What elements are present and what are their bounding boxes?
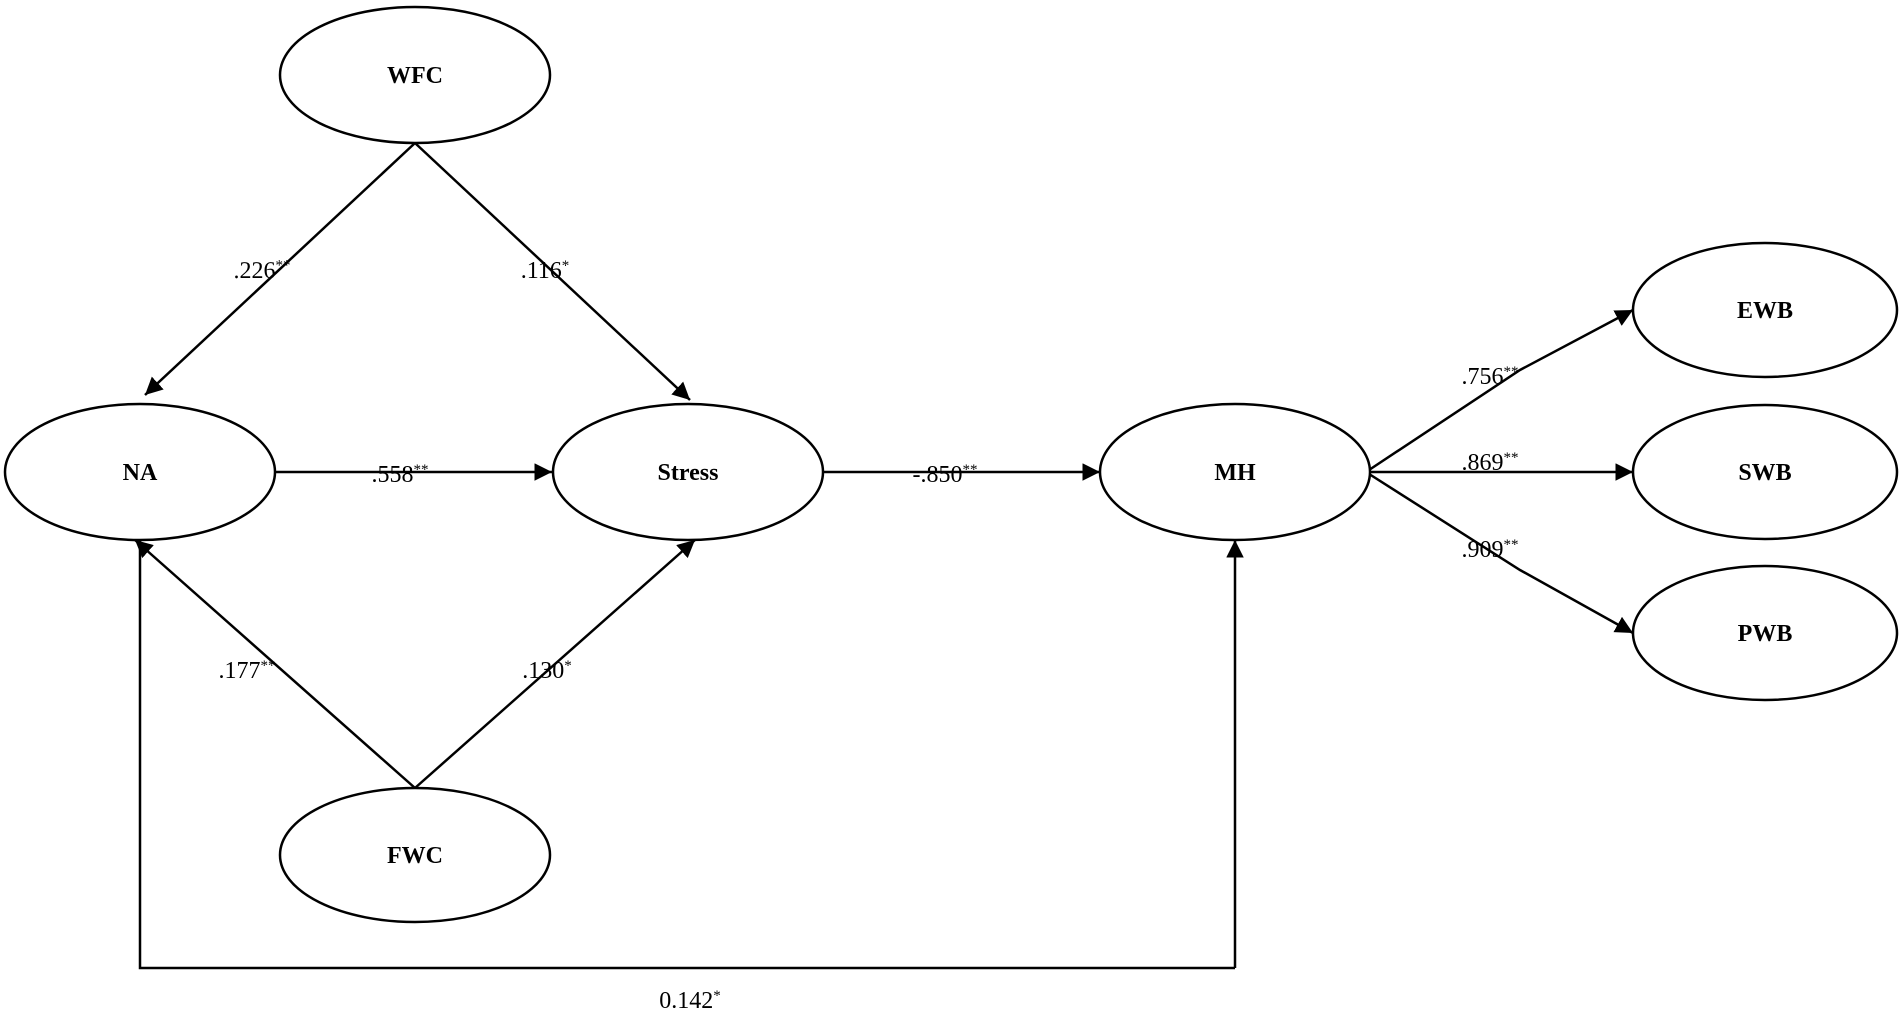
node-ewb-label: EWB xyxy=(1737,298,1793,324)
node-na-label: NA xyxy=(123,460,158,486)
edge-na-mh-base xyxy=(138,540,1235,970)
label-fwc-na: .177** xyxy=(219,658,276,684)
node-pwb-label: PWB xyxy=(1738,621,1793,647)
label-mh-swb: .869** xyxy=(1462,450,1519,476)
edge-wfc-na xyxy=(144,142,416,396)
label-stress-mh: -.850** xyxy=(913,462,978,488)
node-stress-label: Stress xyxy=(658,460,719,486)
node-swb-label: SWB xyxy=(1738,460,1791,486)
label-wfc-stress: .116* xyxy=(521,258,570,284)
node-ewb: EWB xyxy=(1631,241,1899,379)
node-fwc: FWC xyxy=(278,786,552,924)
label-na-mh: 0.142* xyxy=(659,988,721,1014)
node-wfc-label: WFC xyxy=(387,63,443,89)
node-na: NA xyxy=(3,402,277,542)
label-wfc-na: .226** xyxy=(234,258,291,284)
label-fwc-stress: .130* xyxy=(522,658,572,684)
node-swb: SWB xyxy=(1631,403,1899,541)
label-na-stress: .558** xyxy=(372,462,429,488)
node-wfc: WFC xyxy=(278,5,552,145)
edge-fwc-na xyxy=(134,539,416,789)
label-mh-pwb: .909** xyxy=(1462,537,1519,563)
node-mh: MH xyxy=(1098,402,1372,542)
node-mh-label: MH xyxy=(1214,460,1256,486)
node-pwb: PWB xyxy=(1631,564,1899,702)
edge-mh-pwb xyxy=(1365,470,1634,635)
edge-fwc-stress xyxy=(414,539,696,789)
node-fwc-label: FWC xyxy=(387,843,443,869)
node-stress: Stress xyxy=(551,402,825,542)
edge-mh-ewb xyxy=(1365,308,1634,474)
label-mh-ewb: .756** xyxy=(1462,364,1519,390)
edge-wfc-stress xyxy=(414,142,691,401)
